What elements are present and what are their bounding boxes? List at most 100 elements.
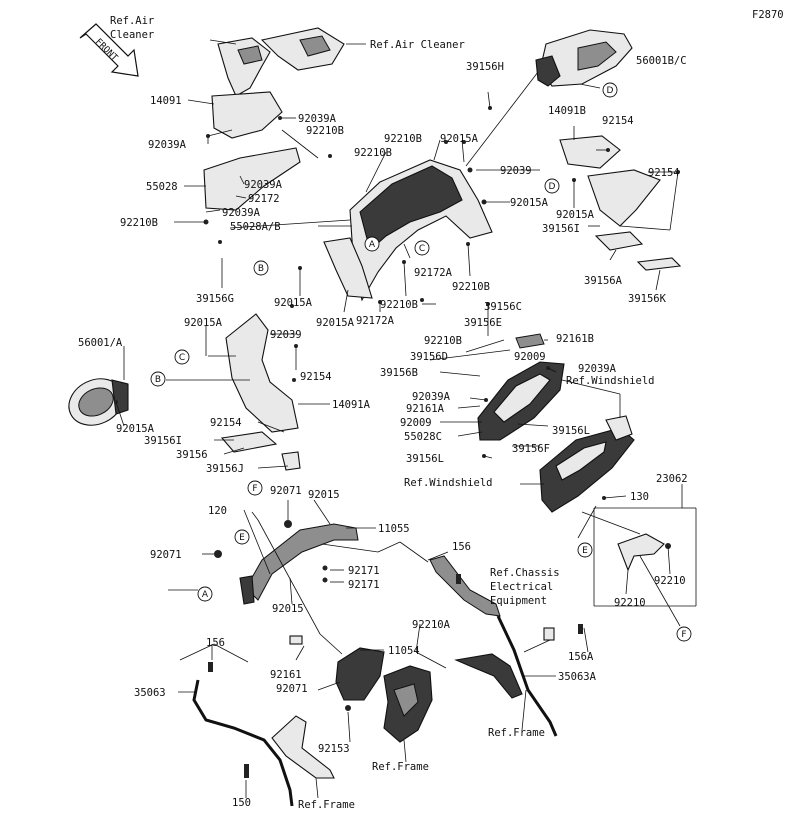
svg-text:E: E (239, 533, 245, 543)
part-number: 92009 (514, 351, 546, 363)
fasteners (114, 106, 680, 778)
inner-cover-14091-part (211, 91, 283, 139)
part-number: 39156I (144, 435, 182, 447)
part-number: 92015A (510, 197, 549, 209)
part-number: 92154 (210, 417, 242, 429)
ref-windshield-label: Ref.Windshield (566, 375, 655, 387)
part-number: 92161A (406, 403, 445, 415)
pad-39156-part (220, 431, 278, 453)
part-number: 92015A (556, 209, 595, 221)
stay-35063a-line (496, 615, 558, 737)
part-number: 39156F (512, 443, 550, 455)
label-line: Equipment (490, 595, 547, 607)
part-number: 14091 (150, 95, 182, 107)
part-number: 92039A (412, 391, 451, 403)
label-line: Cleaner (110, 29, 154, 41)
part-number: 92039A (298, 113, 337, 125)
stay-11055-part (239, 523, 359, 605)
part-number: 92015A (316, 317, 355, 329)
part-number: 39156B (380, 367, 418, 379)
part-number: 92015A (274, 297, 313, 309)
part-number: 92161B (556, 333, 594, 345)
windshield-inner-part (477, 333, 565, 441)
cover-14091a-part (225, 313, 299, 433)
svg-text:E: E (582, 546, 588, 556)
part-number: 92015A (116, 423, 155, 435)
part-number: 92015 (272, 603, 304, 615)
callout-c-1: C (414, 240, 430, 256)
bracket-35063-part (271, 715, 335, 779)
part-number: 39156J (206, 463, 244, 475)
part-number: 92210B (306, 125, 344, 137)
callout-b-2: B (150, 371, 166, 387)
ref-frame-label-3: Ref.Frame (298, 799, 355, 811)
ref-frame-label-2: Ref.Frame (372, 761, 429, 773)
part-number: 92210 (614, 597, 646, 609)
svg-text:D: D (549, 182, 556, 192)
tube-stay-part (429, 555, 501, 617)
part-number: 39156A (584, 275, 623, 287)
part-number: 92039A (222, 207, 261, 219)
pad-39156j-part (281, 451, 301, 471)
part-number: 150 (232, 797, 251, 809)
side-cowl-part (323, 159, 493, 302)
part-number: 92154 (648, 167, 680, 179)
part-number: 39156C (484, 301, 522, 313)
cover-14091b-part (559, 135, 661, 227)
part-number: 92153 (318, 743, 350, 755)
callout-f-1: F (247, 480, 263, 496)
part-number: 92210B (384, 133, 422, 145)
part-number: 92009 (400, 417, 432, 429)
meter-panel-part (539, 415, 635, 513)
part-number: 92039 (270, 329, 302, 341)
part-number: 55028C (404, 431, 442, 443)
svg-text:F: F (252, 484, 257, 494)
callout-a-2: A (197, 586, 213, 602)
part-number: 92015A (184, 317, 223, 329)
part-number: 92039A (244, 179, 283, 191)
duct-55028-part (203, 147, 301, 211)
ref-frame-label: Ref.Frame (488, 727, 545, 739)
part-number: 56001B/C (636, 55, 687, 67)
part-number: 35063A (558, 671, 597, 683)
svg-text:B: B (258, 264, 264, 274)
part-number: 92210B (424, 335, 462, 347)
part-number: 156A (568, 651, 594, 663)
part-number: 92154 (300, 371, 332, 383)
part-number: 56001/A (78, 337, 123, 349)
part-number: 11055 (378, 523, 410, 535)
svg-text:D: D (607, 86, 614, 96)
svg-text:A: A (369, 240, 376, 250)
part-number: 23062 (656, 473, 688, 485)
part-number: 92015 (308, 489, 340, 501)
svg-text:C: C (419, 244, 425, 254)
svg-text:C: C (179, 353, 185, 363)
air-duct-part (217, 27, 345, 97)
part-number: 92171 (348, 579, 380, 591)
label-line: Ref.Air (110, 15, 154, 27)
part-number: 39156D (410, 351, 448, 363)
part-number: 39156E (464, 317, 502, 329)
part-number: 92071 (270, 485, 302, 497)
part-number: 92172A (414, 267, 453, 279)
part-number: 92210 (654, 575, 686, 587)
part-number: 39156K (628, 293, 667, 305)
svg-text:F: F (681, 630, 686, 640)
callout-c-2: C (174, 349, 190, 365)
leader-lines (115, 39, 697, 799)
callout-d-1: D (602, 82, 618, 98)
part-number: 92171 (348, 565, 380, 577)
part-number: 156 (206, 637, 225, 649)
part-number: 92039A (148, 139, 187, 151)
label-line: Electrical (490, 581, 553, 593)
label-line: Ref.Chassis (490, 567, 560, 579)
callouts: A B C D D C B F E A E F (150, 82, 692, 642)
part-number: 92071 (150, 549, 182, 561)
part-number: 156 (452, 541, 471, 553)
part-number: 55028A/B (230, 221, 281, 233)
stay-35063-line (192, 679, 294, 807)
part-number: 11054 (388, 645, 420, 657)
